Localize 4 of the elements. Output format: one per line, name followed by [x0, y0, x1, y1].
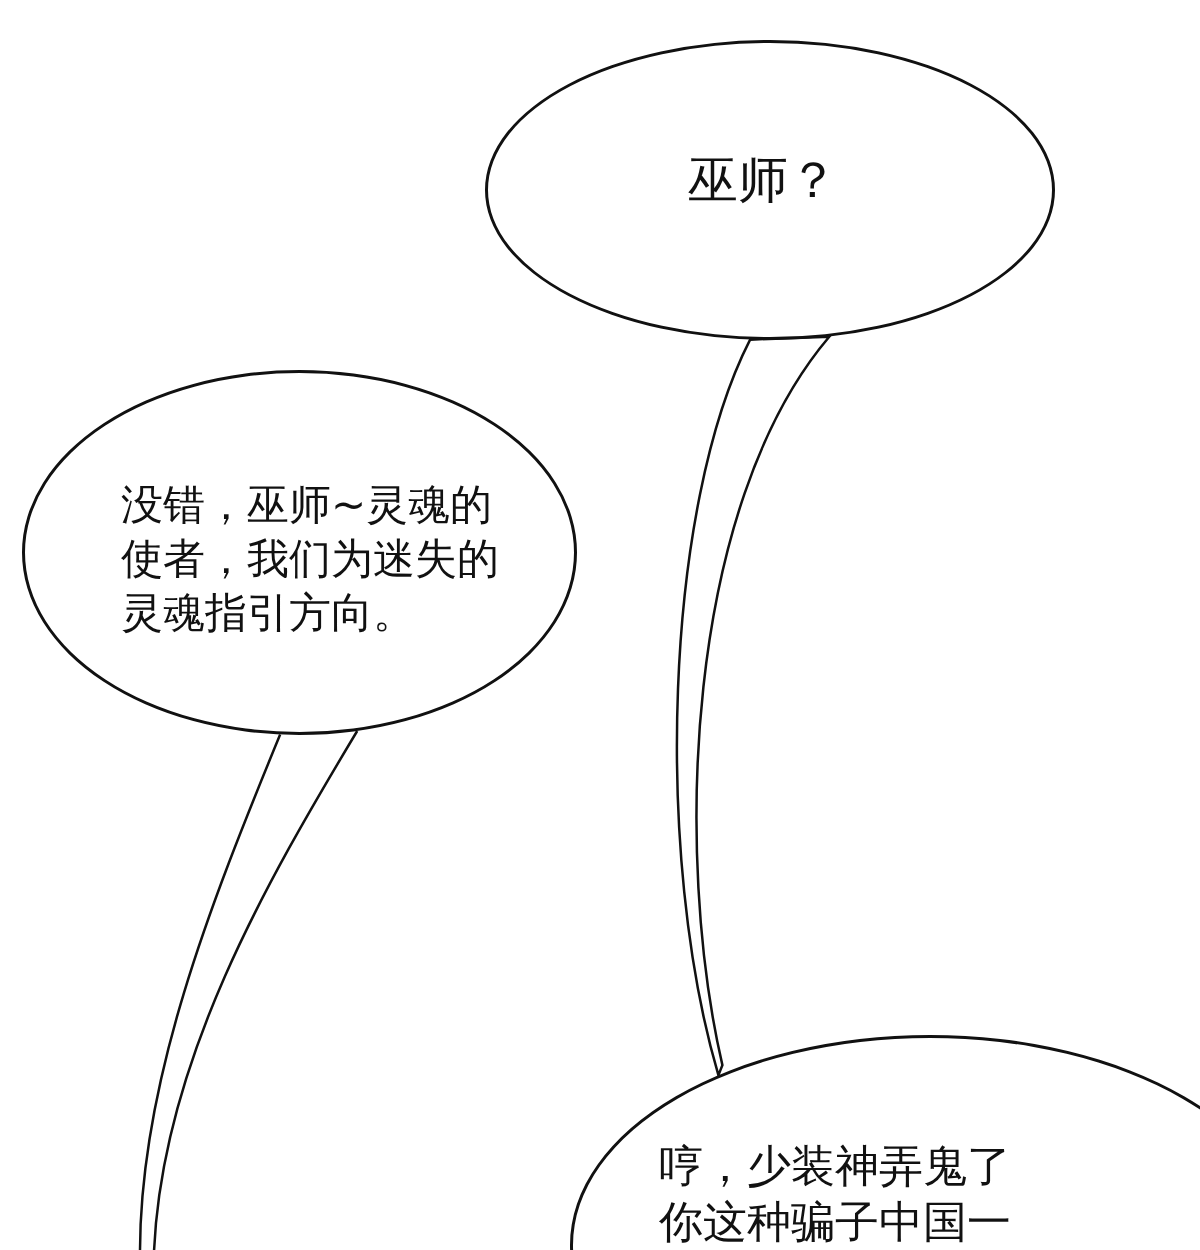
- dialogue-text: 哼，少装神弄鬼了你这种骗子中国一: [659, 1139, 1012, 1250]
- speech-bubble-tail: [675, 335, 831, 1077]
- dialogue-text: 没错，巫师~灵魂的使者，我们为迷失的灵魂指引方向。: [121, 479, 500, 639]
- dialogue-text: 巫师？: [688, 150, 839, 211]
